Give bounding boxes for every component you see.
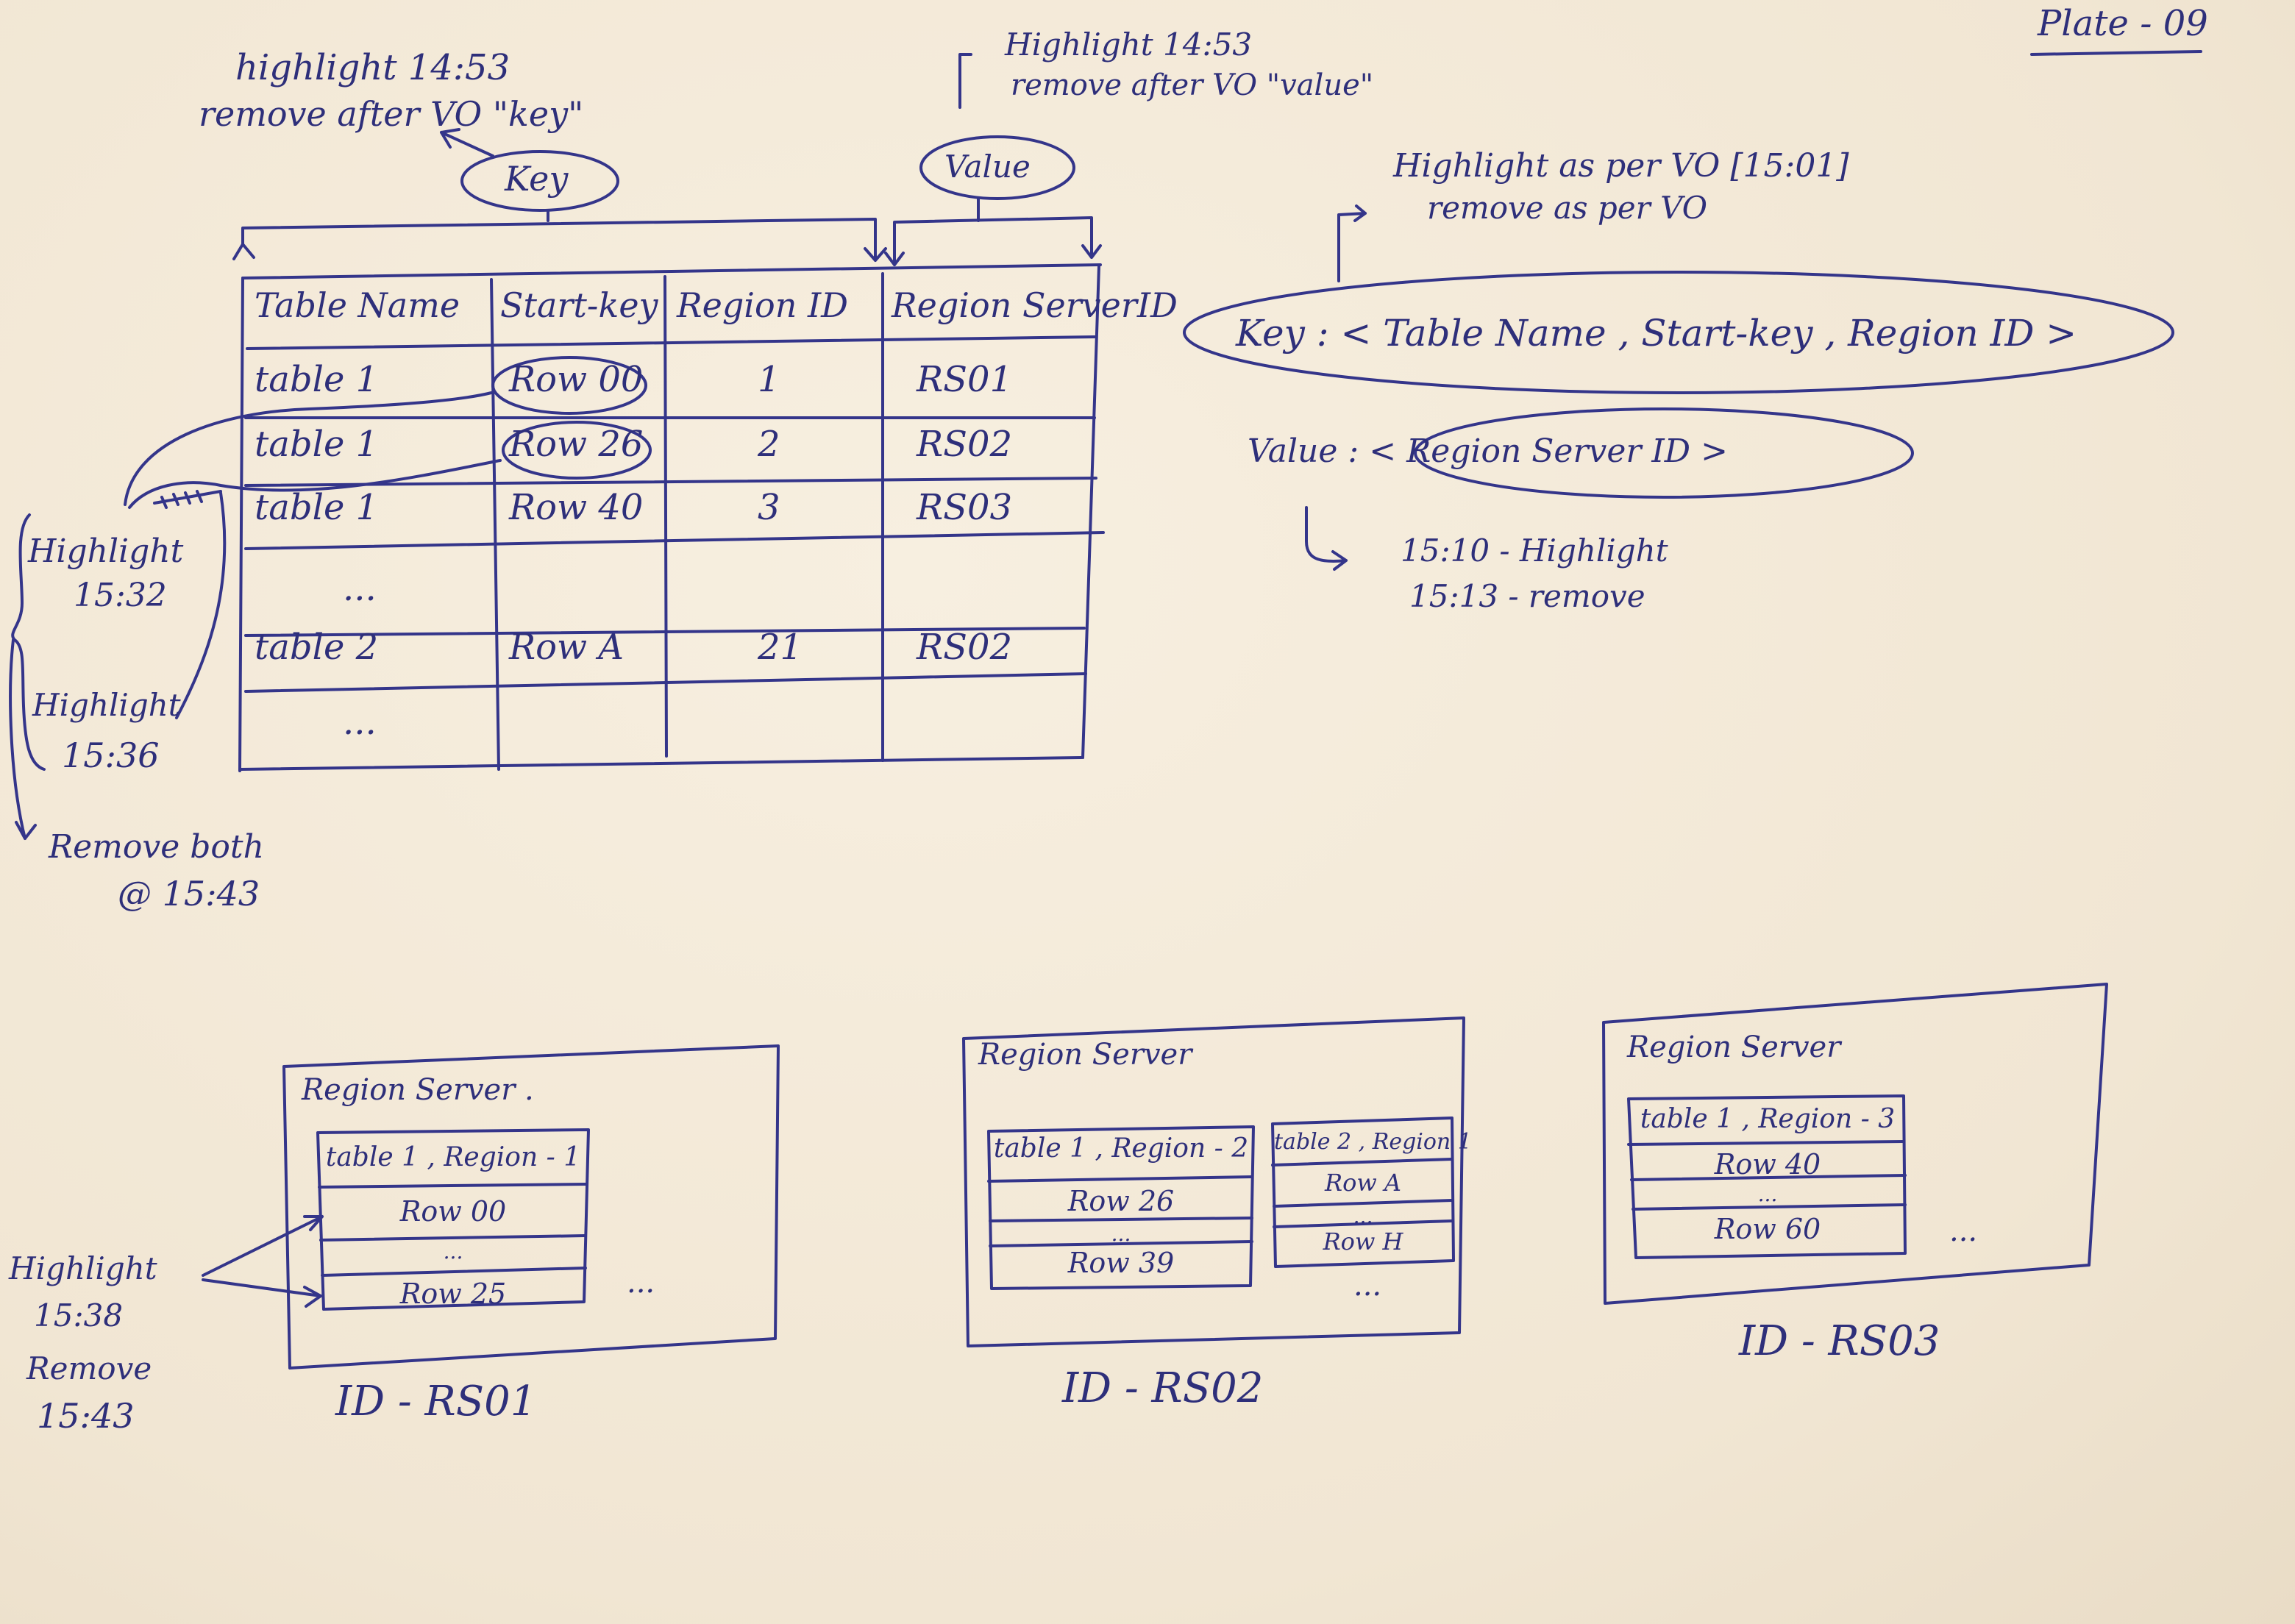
- left-highlight-2: Highlight: [32, 687, 181, 723]
- server-title: Region Server: [1627, 1030, 1841, 1064]
- value-definition: Value : < Region Server ID >: [1248, 432, 1728, 470]
- key-note-line2: remove after VO "key": [199, 94, 584, 134]
- region-header: table 1 , Region - 1: [325, 1142, 581, 1172]
- region-row: Row 26: [1067, 1185, 1175, 1217]
- table-cell: 2: [758, 424, 780, 465]
- left-highlight-1-time: 15:32: [74, 577, 167, 614]
- server-more-ellipsis: ...: [1949, 1214, 1978, 1248]
- table-cell: table 1: [255, 424, 379, 465]
- rs01-arrow-top: [202, 1215, 324, 1277]
- server-id-label: ID - RS01: [335, 1378, 537, 1425]
- table-cell: Row 40: [509, 487, 644, 528]
- table-cell: ...: [343, 568, 377, 609]
- region-row: Row 25: [399, 1278, 507, 1310]
- key-bubble-label: Key: [505, 159, 569, 199]
- value-def-outline: [1414, 407, 1914, 499]
- left-highlight-1: Highlight: [28, 533, 184, 570]
- key-bubble-outline: [460, 150, 619, 212]
- table-header-cell: Region ID: [677, 285, 849, 325]
- rs01-highlight: Highlight: [9, 1250, 157, 1286]
- server-title: Region Server .: [302, 1073, 534, 1107]
- value-bubble-outline: [919, 135, 1075, 200]
- region-row: ...: [1757, 1182, 1778, 1206]
- region-row: ...: [1111, 1222, 1131, 1246]
- server-id-label: ID - RS03: [1739, 1317, 1940, 1365]
- highlight-arrow-lower: [175, 491, 227, 719]
- key-brace: [232, 218, 887, 262]
- rs02-frame: [962, 1016, 1465, 1347]
- region-row: Row 40: [1714, 1148, 1821, 1180]
- table-cell: RS02: [917, 627, 1013, 668]
- table-cell: 21: [758, 627, 803, 668]
- table-cell: RS02: [917, 424, 1013, 465]
- table-cell: ...: [343, 702, 377, 743]
- table-cell: Row 26: [509, 424, 644, 465]
- server-more-ellipsis: ...: [627, 1266, 655, 1300]
- region-header: table 1 , Region - 2: [993, 1133, 1249, 1164]
- rs01-remove: Remove: [26, 1350, 152, 1386]
- zigzag-mark: [153, 490, 222, 509]
- server-title: Region Server: [978, 1038, 1192, 1072]
- left-remove-line2: @ 15:43: [118, 874, 260, 914]
- rs01-arrow-bottom: [202, 1278, 322, 1308]
- table-cell: 1: [758, 359, 780, 400]
- table-cell: 3: [758, 487, 780, 528]
- def-note-bracket: [1337, 204, 1367, 282]
- server-more-ellipsis: ...: [1353, 1269, 1382, 1303]
- table-cell: RS03: [917, 487, 1013, 528]
- rs01-remove-time: 15:43: [37, 1396, 135, 1436]
- key-definition: Key : < Table Name , Start-key , Region …: [1236, 312, 2077, 355]
- remove-both-arrow: [9, 638, 37, 840]
- table-header-cell: Region ServerID: [892, 285, 1178, 325]
- region-row: ...: [443, 1239, 463, 1264]
- server-id-label: ID - RS02: [1062, 1364, 1264, 1412]
- plate-label: Plate - 09: [2038, 3, 2208, 44]
- def-note-line2: remove as per VO: [1427, 190, 1708, 226]
- region-header: table 2 , Region 1: [1274, 1129, 1472, 1155]
- value-bubble-label: Value: [944, 149, 1031, 185]
- value-def-arrow: [1305, 506, 1348, 571]
- highlight-arrow-row00: [124, 391, 493, 506]
- table-cell: table 2: [255, 627, 379, 668]
- table-header-cell: Table Name: [255, 285, 460, 325]
- region-row: ...: [1353, 1204, 1373, 1228]
- table-cell: Row A: [509, 627, 625, 668]
- def-note-line1: Highlight as per VO [15:01]: [1393, 147, 1849, 185]
- region-header: table 1 , Region - 3: [1640, 1104, 1896, 1134]
- region-row: Row 00: [399, 1195, 507, 1228]
- table-header-cell: Start-key: [500, 285, 658, 325]
- row26-circle: [502, 421, 652, 480]
- plate-underline: [2030, 50, 2202, 56]
- value-def-note-1: 15:10 - Highlight: [1401, 533, 1668, 569]
- region-row: Row A: [1324, 1169, 1402, 1197]
- value-brace: [884, 216, 1102, 266]
- value-note-line1: Highlight 14:53: [1005, 26, 1253, 63]
- value-note-line2: remove after VO "value": [1011, 68, 1374, 102]
- value-def-note-2: 15:13 - remove: [1409, 578, 1645, 614]
- row00-circle: [491, 356, 647, 415]
- value-note-bracket: [958, 53, 972, 109]
- table-cell: Row 00: [509, 359, 644, 400]
- key-note-arrow: [440, 128, 494, 157]
- rs01-highlight-time: 15:38: [34, 1297, 124, 1333]
- key-note-line1: highlight 14:53: [235, 47, 510, 88]
- table-cell: table 1: [255, 359, 379, 400]
- left-remove-line1: Remove both: [49, 828, 264, 866]
- table-cell: RS01: [917, 359, 1013, 400]
- rs03-frame: [1602, 983, 2108, 1305]
- rs01-frame: [282, 1044, 780, 1370]
- table-cell: table 1: [255, 487, 379, 528]
- left-highlight-2-time: 15:36: [62, 736, 160, 775]
- key-def-outline: [1183, 271, 2174, 394]
- region-row: Row H: [1323, 1228, 1403, 1256]
- region-row: Row 39: [1067, 1247, 1175, 1279]
- region-row: Row 60: [1714, 1213, 1821, 1245]
